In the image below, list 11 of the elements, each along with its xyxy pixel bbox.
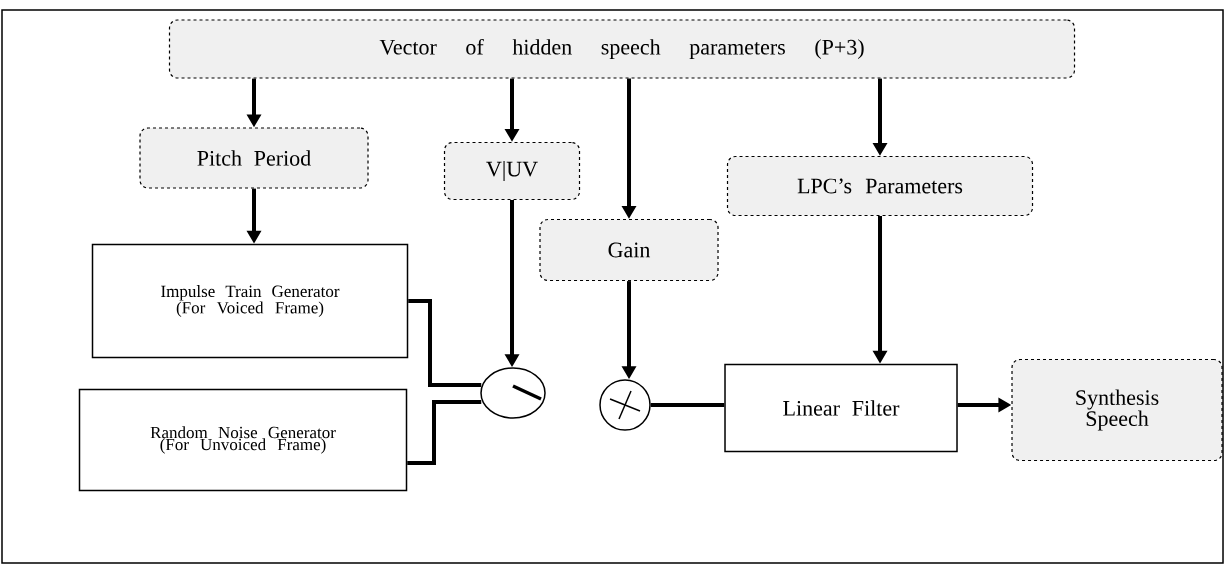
parameter-box: LPC’s Parameters — [726, 155, 1034, 217]
process-box: Random Noise Generator (For Unvoiced Frame) — [78, 388, 408, 492]
switch-symbol — [480, 367, 546, 419]
parameter-box: V|UV — [443, 141, 581, 201]
parameter-box: Vector of hidden speech parameters (P+3) — [168, 19, 1076, 79]
parameter-box: Gain — [539, 218, 719, 282]
multiplier-symbol — [599, 379, 651, 431]
process-box: Linear Filter — [724, 363, 958, 453]
output-box: Synthesis Speech — [1011, 358, 1223, 462]
process-box: Impulse Train Generator (For Voiced Frame) — [91, 243, 409, 359]
parameter-box: Pitch Period — [139, 127, 369, 189]
